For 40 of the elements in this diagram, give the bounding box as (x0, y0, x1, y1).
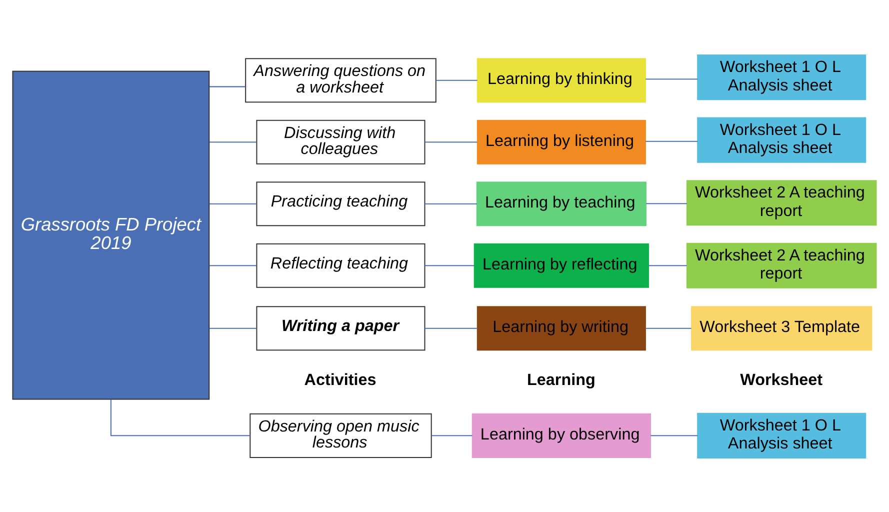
node-box: Worksheet 2 A teaching report (686, 180, 877, 226)
node-box: Writing a paper (256, 306, 426, 350)
node-box: Grassroots FD Project 2019 (12, 70, 210, 400)
connector (110, 398, 250, 436)
connector (648, 264, 687, 266)
connector (209, 264, 257, 266)
connector (650, 434, 698, 436)
node-box: Learning by teaching (476, 181, 646, 226)
label: Learning (527, 370, 596, 388)
node-box: Worksheet 1 O L Analysis sheet (697, 412, 866, 458)
node-box: Worksheet 1 O L Analysis sheet (697, 116, 866, 162)
connector (424, 141, 478, 142)
connector (436, 79, 478, 80)
node-box: Learning by thinking (476, 58, 646, 102)
connector (646, 140, 698, 142)
node-box: Practicing teaching (256, 181, 426, 226)
connector (209, 141, 257, 142)
connector (209, 86, 246, 87)
node-box: Observing open music lessons (250, 412, 432, 458)
connector (209, 202, 257, 204)
label: Activities (304, 370, 376, 388)
connector (646, 78, 698, 80)
node-box: Learning by writing (476, 306, 646, 350)
connector (431, 434, 472, 436)
connector (424, 327, 478, 328)
node-box: Worksheet 3 Template (691, 306, 872, 350)
connector (209, 327, 257, 328)
label: Worksheet (740, 370, 823, 388)
node-box: Reflecting teaching (256, 242, 426, 288)
node-box: Learning by observing (472, 412, 651, 458)
connector (424, 264, 474, 266)
node-box: Worksheet 1 O L Analysis sheet (697, 54, 866, 100)
connector (646, 327, 692, 328)
node-box: Discussing with colleagues (256, 119, 426, 164)
node-box: Answering questions on a worksheet (245, 58, 436, 102)
node-box: Worksheet 2 A teaching report (686, 242, 877, 288)
node-box: Learning by reflecting (474, 242, 649, 288)
connector (646, 202, 687, 204)
node-box: Learning by listening (476, 119, 646, 164)
connector (424, 202, 477, 204)
